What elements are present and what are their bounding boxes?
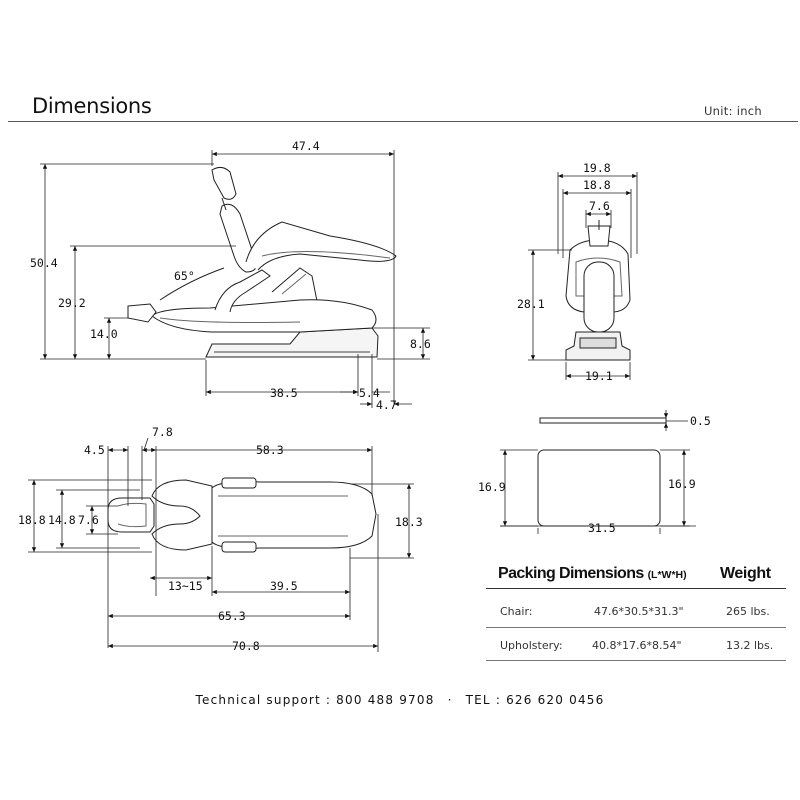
packing-divider-bottom bbox=[486, 660, 786, 661]
dim-recline-angle: 65° bbox=[174, 269, 195, 283]
top-armrest-top bbox=[221, 477, 257, 489]
tel-phone: TEL : 626 620 0456 bbox=[465, 693, 605, 707]
dim-base-height: 8.6 bbox=[410, 337, 431, 351]
front-view-dimensions bbox=[528, 172, 638, 380]
dim-top-length-long: 70.8 bbox=[232, 639, 260, 653]
top-view-dimensions bbox=[28, 446, 414, 652]
dim-seat-height: 14.0 bbox=[90, 327, 118, 341]
packing-row-weight: 265 lbs. bbox=[726, 605, 770, 618]
dim-front-height: 28.1 bbox=[517, 297, 545, 311]
top-view bbox=[107, 477, 377, 553]
support-phone: Technical support : 800 488 9708 bbox=[195, 693, 435, 707]
dim-top-seat-width: 18.3 bbox=[395, 515, 423, 529]
dim-top-outer-width: 18.8 bbox=[18, 513, 46, 527]
footer-contact: Technical support : 800 488 9708 · TEL :… bbox=[0, 693, 800, 707]
front-seat bbox=[583, 261, 615, 333]
weight-header: Weight bbox=[720, 565, 771, 582]
base-plate-edge bbox=[539, 417, 667, 424]
footer-separator: · bbox=[447, 693, 453, 707]
packing-title: Packing Dimensions (L*W*H) bbox=[498, 565, 687, 583]
dim-plate-depth-left: 16.9 bbox=[478, 480, 506, 494]
packing-row-name: Chair: bbox=[500, 605, 533, 618]
dim-front-backrest-width: 18.8 bbox=[583, 178, 611, 192]
base-plate-dimensions bbox=[500, 410, 696, 534]
dim-top-length-short: 65.3 bbox=[218, 609, 246, 623]
dim-backrest-height: 29.2 bbox=[58, 296, 86, 310]
dim-plate-length: 31.5 bbox=[588, 521, 616, 535]
dim-overall-height: 50.4 bbox=[30, 256, 58, 270]
packing-divider-top bbox=[486, 588, 786, 589]
packing-row-size: 47.6*30.5*31.3" bbox=[594, 605, 684, 618]
side-view bbox=[127, 166, 397, 358]
packing-title-suffix: (L*W*H) bbox=[647, 569, 687, 581]
top-seat bbox=[211, 481, 377, 549]
dim-base-length: 38.5 bbox=[270, 386, 298, 400]
dim-top-seat-length: 39.5 bbox=[270, 579, 298, 593]
dim-top-headrest-adjust: 13~15 bbox=[168, 579, 203, 593]
dim-front-base-width: 19.1 bbox=[585, 369, 613, 383]
dim-front-offset: 4.7 bbox=[376, 398, 397, 412]
dim-front-headrest-pad: 7.6 bbox=[589, 199, 610, 213]
packing-divider-middle bbox=[486, 627, 786, 628]
dim-top-headrest-width: 14.8 bbox=[48, 513, 76, 527]
side-view-dimensions bbox=[40, 150, 430, 408]
side-legrest bbox=[127, 303, 157, 323]
dim-top-headrest-pad: 7.8 bbox=[152, 425, 173, 439]
header-divider bbox=[8, 121, 798, 122]
dim-top-body-length: 58.3 bbox=[256, 443, 284, 457]
dim-top-headrest-inner: 7.6 bbox=[78, 513, 99, 527]
base-plate-top bbox=[537, 449, 661, 527]
dim-plate-thickness: 0.5 bbox=[690, 414, 711, 428]
front-headrest bbox=[587, 225, 611, 247]
dim-base-offset: 5.4 bbox=[359, 386, 380, 400]
packing-title-text: Packing Dimensions bbox=[498, 565, 644, 582]
packing-row-size: 40.8*17.6*8.54" bbox=[592, 639, 682, 652]
base-plate-view bbox=[537, 417, 667, 527]
dim-plate-depth-right: 16.9 bbox=[668, 477, 696, 491]
top-armrest-bottom bbox=[221, 541, 257, 553]
side-backrest-wing bbox=[245, 221, 397, 271]
dim-overall-length: 47.4 bbox=[292, 139, 320, 153]
unit-label: Unit: inch bbox=[703, 104, 762, 118]
packing-row-weight: 13.2 lbs. bbox=[726, 639, 774, 652]
side-seat bbox=[151, 299, 377, 333]
dim-top-headrest-step: 4.5 bbox=[84, 443, 105, 457]
dim-front-headrest-width: 19.8 bbox=[583, 161, 611, 175]
side-headrest bbox=[211, 166, 237, 200]
page-title: Dimensions bbox=[32, 94, 152, 118]
side-backrest bbox=[219, 203, 257, 273]
top-backrest bbox=[151, 479, 213, 551]
packing-row-name: Upholstery: bbox=[500, 639, 563, 652]
front-view bbox=[565, 220, 631, 361]
side-armrest bbox=[214, 269, 271, 313]
top-headrest bbox=[107, 497, 155, 533]
